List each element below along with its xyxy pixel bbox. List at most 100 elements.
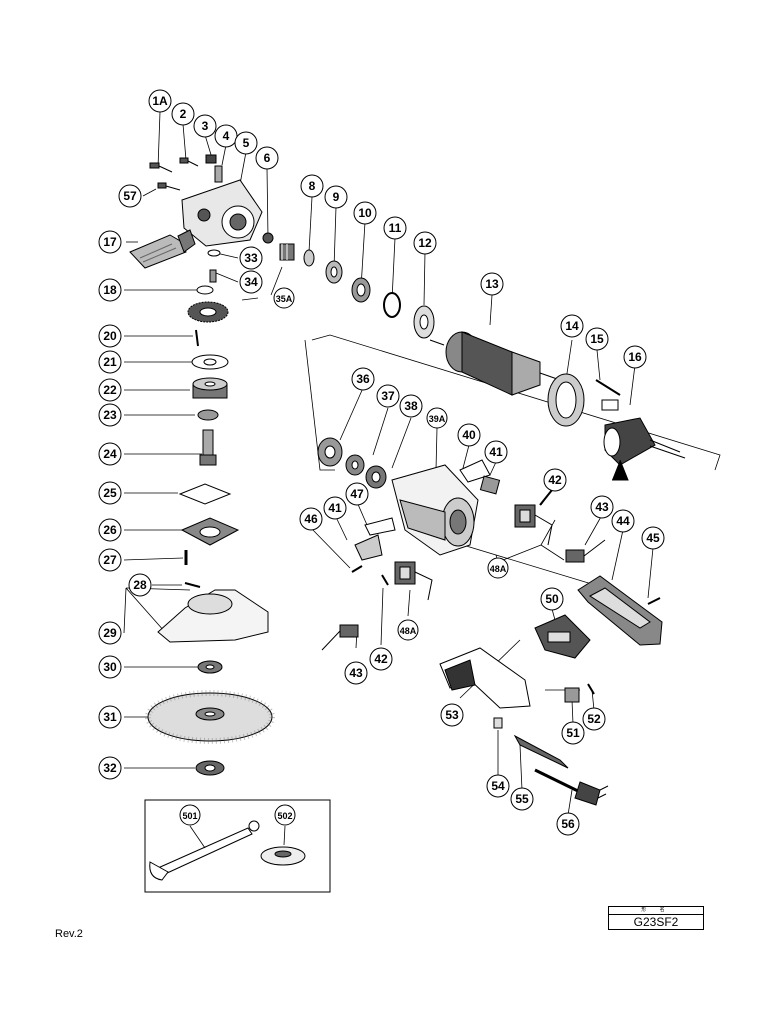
callout-43: 43 [344,661,368,685]
callout-16: 16 [623,345,647,369]
callout-circle [345,482,369,506]
callout-label: 48A [400,626,417,636]
callout-20: 20 [98,324,122,348]
bearing-34-icon [209,269,217,283]
callout-label: 26 [103,523,117,537]
callout-label: 55 [515,792,529,806]
tube-54-icon [493,717,503,729]
callout-circle [98,442,122,466]
washer-18-icon [196,285,214,295]
callout-40: 40 [457,423,481,447]
screw-42-lower-icon [381,574,389,586]
callout-42: 42 [369,647,393,671]
callout-label: 46 [304,512,318,526]
gear-19-icon [187,301,229,323]
callout-circle [98,350,122,374]
callout-57: 57 [118,184,142,208]
callout-2: 2 [171,102,195,126]
callout-circle [457,423,481,447]
washer-21-icon [191,354,229,370]
callout-circle [323,496,347,520]
clamp-51-icon [564,687,580,703]
callout-circle [399,394,423,418]
callout-label: 32 [103,761,117,775]
callout-circle [98,230,122,254]
callout-circle [353,201,377,225]
callout-label: 38 [404,399,418,413]
cap-3-icon [205,154,217,164]
callout-label: 502 [277,811,292,821]
callout-label: 36 [356,372,370,386]
callout-label: 54 [491,779,505,793]
callout-23: 23 [98,403,122,427]
callout-circle [171,102,195,126]
screw-46-icon [351,565,363,573]
callout-label: 20 [103,329,117,343]
callout-36: 36 [351,367,375,391]
callout-label: 42 [374,652,388,666]
callout-label: 53 [445,708,459,722]
bearing-38-icon [365,465,387,489]
callout-circle [543,468,567,492]
callout-27: 27 [98,548,122,572]
callout-label: 22 [103,383,117,397]
brush-holder-48a-lower-icon [394,561,433,601]
callout-circle [560,314,584,338]
callout-35a: 35A [273,287,295,309]
callout-26: 26 [98,518,122,542]
callout-circle [582,707,606,731]
screw-1a-icon [149,162,173,173]
callout-label: 42 [548,473,562,487]
callout-label: 17 [103,235,117,249]
callout-label: 501 [182,811,197,821]
callout-circle [98,621,122,645]
wheel-nut-502-icon [260,846,306,866]
label-plate-icon [601,399,619,411]
callout-circle [274,804,296,826]
callout-label: 9 [333,190,340,204]
screw-15-icon [595,379,621,396]
callout-circle [351,367,375,391]
parts [129,154,686,806]
callout-circle [510,787,534,811]
callout-51: 51 [561,721,585,745]
wheel-guard-29-icon [157,589,269,643]
callout-label: 15 [590,332,604,346]
callout-circle [413,231,437,255]
callout-label: 24 [103,447,117,461]
callout-47: 47 [345,482,369,506]
cord-56-icon [534,768,609,806]
callout-29: 29 [98,621,122,645]
callout-circle [234,131,258,155]
callout-label: 21 [103,355,117,369]
callout-13: 13 [480,272,504,296]
callout-circle [344,661,368,685]
screw-2-icon [179,157,199,167]
callout-label: 11 [389,221,402,235]
callout-label: 52 [587,712,601,726]
callout-43: 43 [590,495,614,519]
bearing-9-icon [325,260,343,284]
callout-label: 31 [103,710,117,724]
callout-circle [273,287,295,309]
callout-24: 24 [98,442,122,466]
callout-41: 41 [323,496,347,520]
screw-45-icon [647,597,661,605]
nut-6-icon [262,232,274,244]
callout-32: 32 [98,756,122,780]
callout-34: 34 [239,270,263,294]
callout-11: 11 [383,216,407,240]
callout-label: 45 [646,531,660,545]
switch-50-icon [534,614,591,659]
callout-37: 37 [376,384,400,408]
callout-8: 8 [300,174,324,198]
wheel-washer-30-icon [197,660,223,674]
callout-circle [98,403,122,427]
wheel-nut-32-icon [195,760,225,776]
callout-circle [98,705,122,729]
callout-circle [376,384,400,408]
washer-23-icon [197,409,219,421]
packing-25-icon [178,483,232,505]
callout-label: 12 [418,236,432,250]
callout-48a: 48A [487,557,509,579]
